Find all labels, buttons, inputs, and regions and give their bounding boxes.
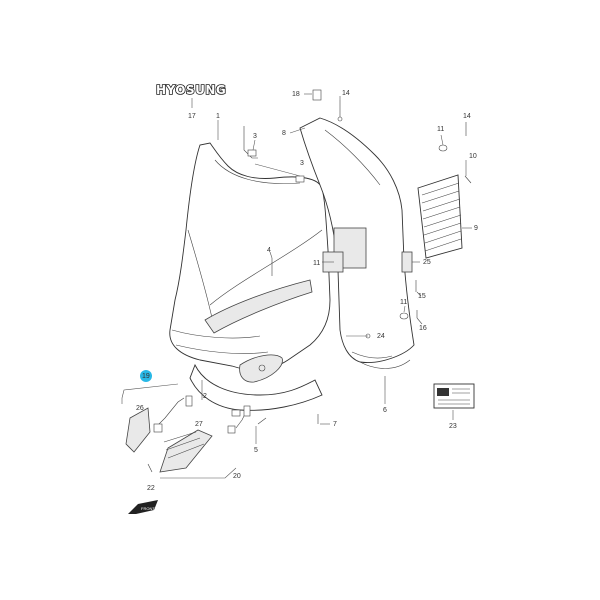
- callout-15: 15: [418, 293, 426, 300]
- callout-26: 26: [136, 405, 144, 412]
- callout-1: 1: [216, 113, 220, 120]
- callout-20: 20: [233, 473, 241, 480]
- callout-18: 18: [292, 91, 300, 98]
- callout-22: 22: [147, 485, 155, 492]
- callout-9: 9: [474, 225, 478, 232]
- callout-3-a: 3: [253, 133, 257, 140]
- callout-numbers: 1 2 3 3 4 5 6 7 8 9 10 11 11 11 14 14 15…: [136, 90, 478, 492]
- grille: [417, 174, 463, 259]
- callout-6: 6: [383, 407, 387, 414]
- callout-17: 17: [188, 113, 196, 120]
- callout-8: 8: [282, 130, 286, 137]
- callout-11-c: 11: [400, 299, 407, 306]
- front-arrow: FRONT: [128, 500, 158, 514]
- callout-19: 19: [142, 373, 150, 380]
- turn-signals: [125, 395, 251, 473]
- callout-16: 16: [419, 325, 427, 332]
- callout-5: 5: [254, 447, 258, 454]
- vent-part-25: [401, 251, 413, 273]
- callout-11-b: 11: [313, 260, 320, 267]
- front-cowl: [169, 126, 331, 371]
- callout-19-marker: [140, 370, 152, 382]
- callout-11-a: 11: [437, 126, 444, 133]
- callout-23: 23: [449, 423, 457, 430]
- callout-14-right: 14: [463, 113, 471, 120]
- callout-4: 4: [267, 247, 271, 254]
- callout-24: 24: [377, 333, 385, 340]
- callout-25: 25: [423, 259, 431, 266]
- caution-label-23: [433, 383, 475, 409]
- hyosung-logo: HYOSUNG: [156, 83, 226, 97]
- callout-3-b: 3: [300, 160, 304, 167]
- callout-27: 27: [195, 421, 203, 428]
- callout-2: 2: [203, 393, 207, 400]
- callout-7: 7: [333, 421, 337, 428]
- leader-lines: [217, 93, 472, 444]
- callout-14-top: 14: [342, 90, 350, 97]
- callout-10: 10: [469, 153, 477, 160]
- leg-shield: [189, 354, 323, 411]
- front-arrow-label: FRONT: [141, 506, 155, 511]
